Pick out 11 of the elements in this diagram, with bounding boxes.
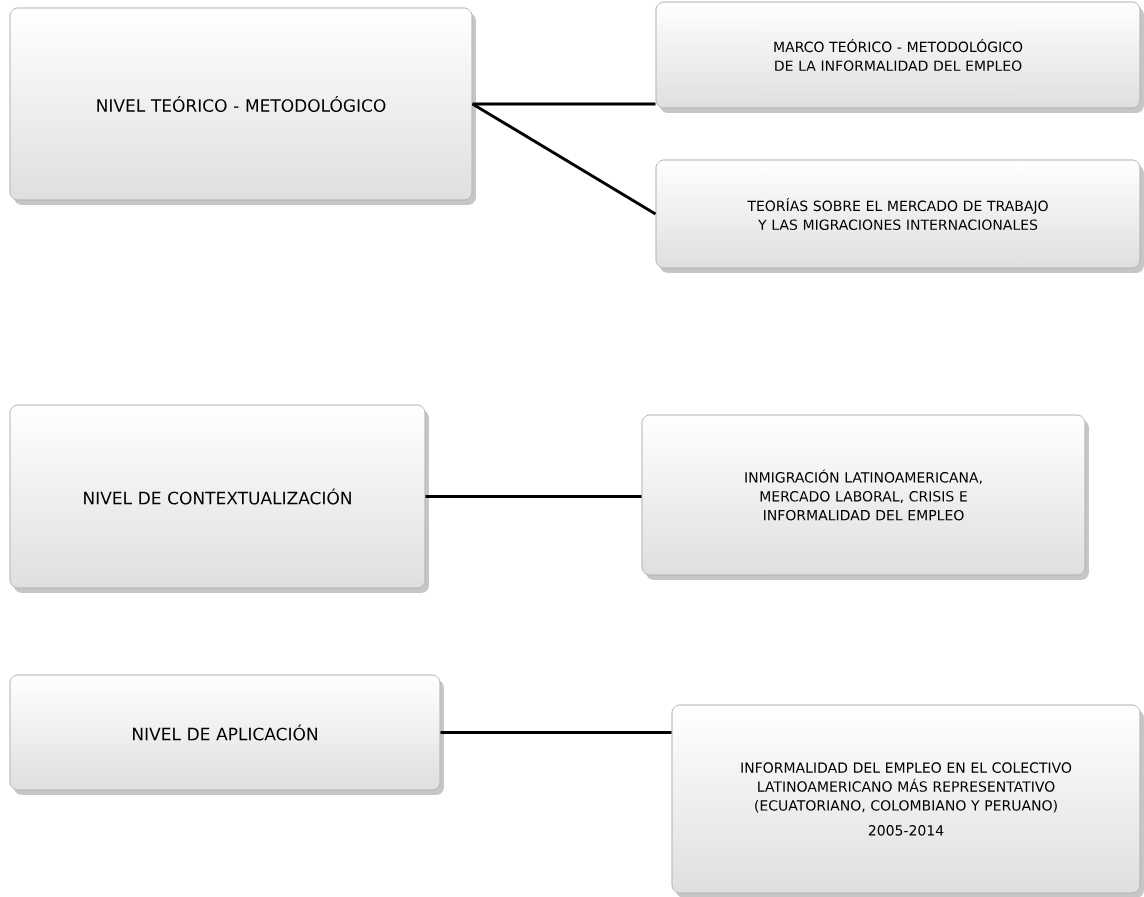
text-box: NIVEL DE APLICACIÓN xyxy=(9,674,441,791)
connector-line xyxy=(440,731,672,734)
connector-line xyxy=(472,102,656,106)
text-box: NIVEL DE CONTEXTUALIZACIÓN xyxy=(9,404,426,589)
text-box: MARCO TEÓRICO - METODOLÓGICO DE LA INFORMALIDAD DEL EMPLEO xyxy=(655,1,1141,109)
text-box: TEORÍAS SOBRE EL MERCADO DE TRABAJO Y LAS MIGRACIONES INTERNACIONALES xyxy=(655,159,1141,269)
text-box: INMIGRACIÓN LATINOAMERICANA, MERCADO LABORAL, CRISIS E INFORMALIDAD DEL EMPLEO xyxy=(641,414,1086,576)
text-box: NIVEL TEÓRICO - METODOLÓGICO xyxy=(9,7,473,201)
text-box: INFORMALIDAD DEL EMPLEO EN EL COLECTIVO LATINOAMERICANO MÁS REPRESENTATIVO (ECUATORIANO, COLOMBIANO Y PERUANO) 2005-2014 xyxy=(671,704,1141,894)
connector-line xyxy=(471,102,657,216)
connector-line xyxy=(425,495,642,498)
